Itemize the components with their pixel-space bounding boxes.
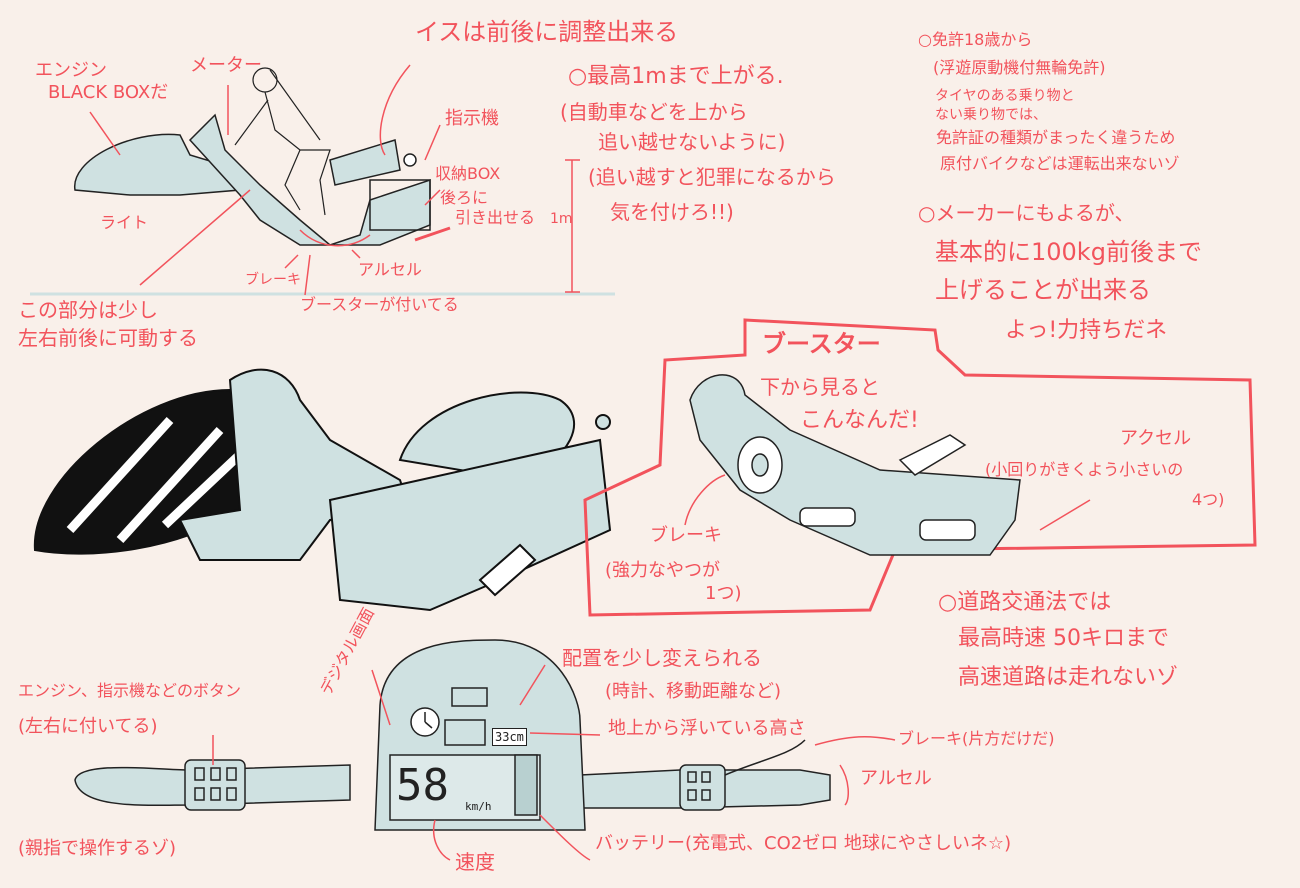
handle-brake-label: ブレーキ(片方だけだ): [898, 729, 1055, 748]
handle-button[interactable]: [226, 767, 237, 781]
indicator-label: 指示機: [445, 108, 499, 129]
handle-button[interactable]: [687, 789, 697, 801]
storage-label: 収納BOX: [435, 164, 501, 183]
speed-unit: km/h: [465, 800, 492, 813]
handle-button[interactable]: [210, 787, 221, 801]
speed-label: 速度: [455, 850, 495, 874]
height-note-5: 気を付けろ!!): [610, 200, 734, 224]
engine-label: エンジン: [35, 60, 107, 81]
weight-note-2: 基本的に100kg前後まで: [935, 238, 1202, 266]
booster-callout-box: [583, 318, 1257, 617]
weight-note-4: よっ!力持ちだネ: [1005, 318, 1168, 343]
booster-label: ブースターが付いてる: [300, 295, 459, 314]
meter-label: メーター: [190, 55, 262, 76]
layout-note: 配置を少し変えられる: [562, 646, 762, 670]
height-note-2: (自動車などを上から: [560, 100, 748, 124]
handlebar-sketch: [74, 639, 831, 831]
top-bike-leaders: [89, 64, 580, 296]
license-note-6: 原付バイクなどは運転出来ないゾ: [940, 154, 1180, 173]
handle-accel-label: アルセル: [860, 768, 932, 789]
middle-bike-sketch: [33, 368, 612, 612]
speed-readout: 58: [396, 760, 449, 811]
weight-note-1: ○メーカーにもよるが、: [918, 201, 1135, 225]
weight-note-3: 上げることが出来る: [935, 276, 1151, 304]
height-note-4: (追い越すと犯罪になるから: [588, 165, 836, 189]
brake-lever[interactable]: [724, 739, 806, 776]
handle-button[interactable]: [194, 767, 205, 781]
booster-accel-count: 4つ): [1192, 490, 1225, 509]
booster-leaders: [684, 474, 1091, 531]
license-note-4: ない乗り物では、: [935, 107, 1047, 123]
license-note-1: ○免許18歳から: [918, 30, 1033, 49]
buttons-label: エンジン、指示機などのボタン: [18, 681, 242, 700]
accel-label: アルセル: [358, 260, 422, 279]
booster-brake-count: 1つ): [705, 583, 742, 604]
hover-height-label: 地上から浮いている高さ: [608, 718, 806, 739]
movable-note-2: 左右前後に可動する: [18, 326, 198, 350]
booster-caption-1: 下から見ると: [760, 375, 880, 399]
handle-button[interactable]: [701, 789, 711, 801]
height-note-3: 追い越せないように): [598, 130, 786, 154]
engine-label-2: BLACK BOXだ: [48, 82, 169, 103]
license-note-3: タイヤのある乗り物と: [935, 88, 1075, 104]
handle-button[interactable]: [210, 767, 221, 781]
booster-title: ブースター: [762, 330, 881, 358]
storage-label-2: 後ろに: [440, 188, 489, 207]
booster-brake-note: (強力なやつが: [605, 560, 721, 581]
traffic-note-3: 高速道路は走れないゾ: [958, 665, 1179, 690]
license-note-5: 免許証の種類がまったく違うため: [936, 128, 1176, 147]
handle-button[interactable]: [194, 787, 205, 801]
handle-button[interactable]: [226, 787, 237, 801]
booster-underside-sketch: [689, 374, 1021, 556]
light-label: ライト: [100, 213, 149, 232]
booster-brake-label: ブレーキ: [650, 525, 722, 546]
handle-button[interactable]: [701, 771, 711, 783]
booster-caption-2: こんなんだ!: [800, 408, 919, 433]
traffic-note-2: 最高時速 50キロまで: [958, 626, 1169, 651]
height-readout: 33cm: [492, 728, 527, 746]
buttons-label-2: (左右に付いてる): [18, 716, 158, 737]
thumb-note: (親指で操作するゾ): [18, 838, 177, 859]
seat-adjust-note: イスは前後に調整出来る: [415, 18, 679, 46]
booster-accel-note: (小回りがきくよう小さいの: [985, 460, 1184, 479]
height-note-1: ○最高1mまで上がる.: [568, 64, 784, 89]
layout-note-2: (時計、移動距離など): [605, 681, 782, 702]
handlebar-leaders: [212, 664, 896, 861]
booster-accel-label: アクセル: [1120, 428, 1192, 449]
battery-label: バッテリー(充電式、CO2ゼロ 地球にやさしいネ☆): [595, 833, 1012, 854]
license-note-2: (浮遊原動機付無輪免許): [933, 58, 1106, 77]
height-label: 1m: [550, 211, 573, 227]
traffic-note-1: ○道路交通法では: [938, 590, 1112, 615]
movable-note: この部分は少し: [18, 298, 158, 322]
storage-label-3: 引き出せる: [455, 208, 536, 227]
brake-label: ブレーキ: [245, 272, 301, 288]
clock-icon: [424, 712, 433, 729]
handle-button[interactable]: [687, 771, 697, 783]
